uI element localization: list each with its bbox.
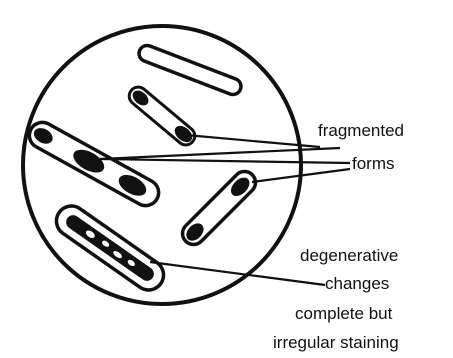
label-irregular-staining: irregular staining bbox=[273, 333, 399, 353]
label-forms: forms bbox=[352, 154, 395, 174]
rod-fragmented-right bbox=[178, 167, 260, 249]
leader-left-rod-b bbox=[100, 159, 350, 163]
label-degenerative: degenerative bbox=[300, 246, 398, 266]
label-complete-but: complete but bbox=[295, 304, 392, 324]
rod-degenerative bbox=[51, 200, 170, 296]
label-fragmented: fragmented bbox=[318, 121, 404, 141]
label-changes: changes bbox=[325, 274, 389, 294]
rod-fragmented-left bbox=[25, 118, 164, 211]
leader-left-rod-a bbox=[100, 148, 340, 159]
rod-top-hollow bbox=[137, 43, 244, 97]
rod-fragmented-upper bbox=[126, 83, 199, 148]
